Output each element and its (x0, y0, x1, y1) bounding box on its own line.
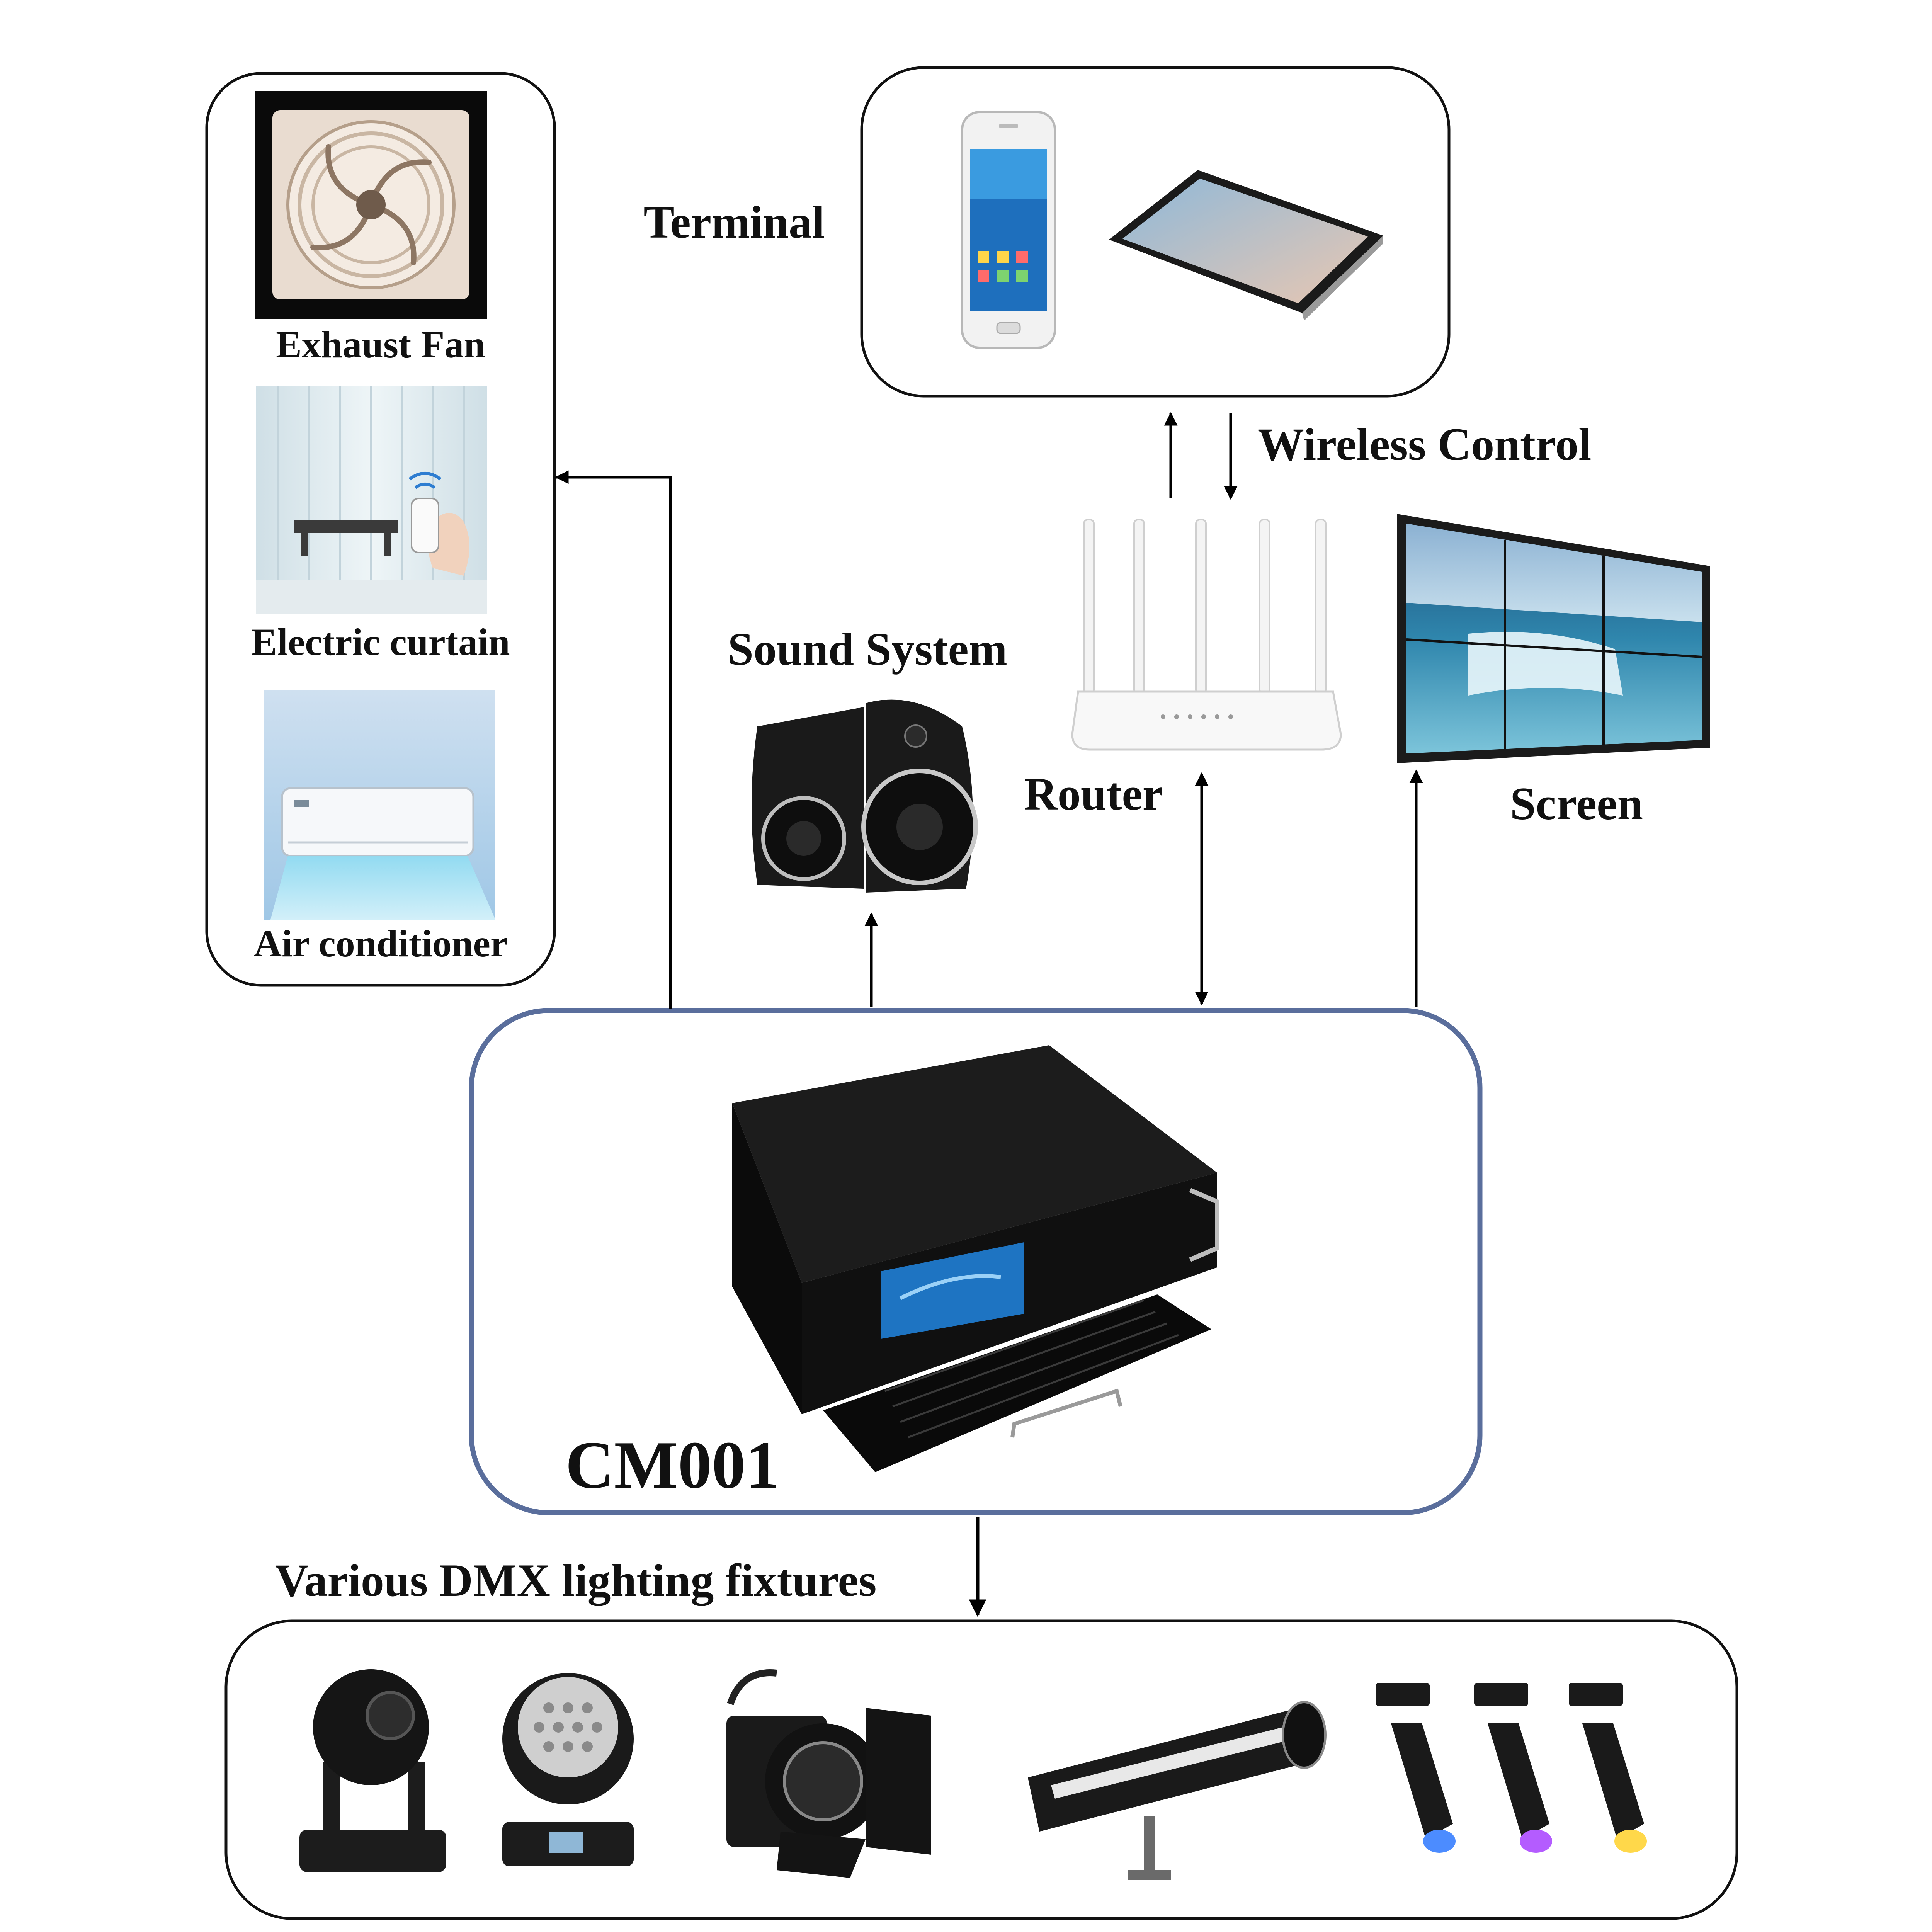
label-sound-system: Sound System (728, 623, 1007, 675)
video-wall-icon (1397, 514, 1710, 763)
terminal-box (860, 66, 1451, 398)
led-wash-icon (502, 1673, 634, 1866)
smartphone-icon (961, 111, 1056, 349)
fixtures-box (224, 1619, 1738, 1920)
moving-head-beam-icon (299, 1669, 446, 1872)
label-dmx-fixtures: Various DMX lighting fixtures (275, 1554, 877, 1606)
router-icon (1071, 519, 1342, 751)
profile-spot-icon (1376, 1683, 1647, 1853)
label-controller: CM001 (565, 1427, 779, 1502)
air-conditioner-icon (264, 690, 495, 920)
fresnel-spot-icon (726, 1669, 931, 1878)
appliances-box (205, 72, 556, 987)
speaker-icon (752, 699, 978, 893)
label-air-conditioner: Air conditioner (254, 922, 507, 965)
tablet-icon (1109, 170, 1383, 321)
label-wireless-control: Wireless Control (1258, 418, 1591, 470)
controller-box (469, 1008, 1483, 1515)
arrow-to-appliances (555, 470, 672, 1009)
label-screen: Screen (1510, 778, 1643, 829)
follow-spot-icon (1028, 1701, 1327, 1880)
curtain-icon (256, 386, 487, 614)
label-electric-curtain: Electric curtain (251, 621, 510, 663)
rack-controller-icon (732, 1045, 1219, 1472)
label-terminal: Terminal (644, 196, 825, 248)
label-router: Router (1024, 768, 1163, 820)
label-exhaust-fan: Exhaust Fan (276, 323, 485, 366)
fan-icon (255, 91, 487, 319)
